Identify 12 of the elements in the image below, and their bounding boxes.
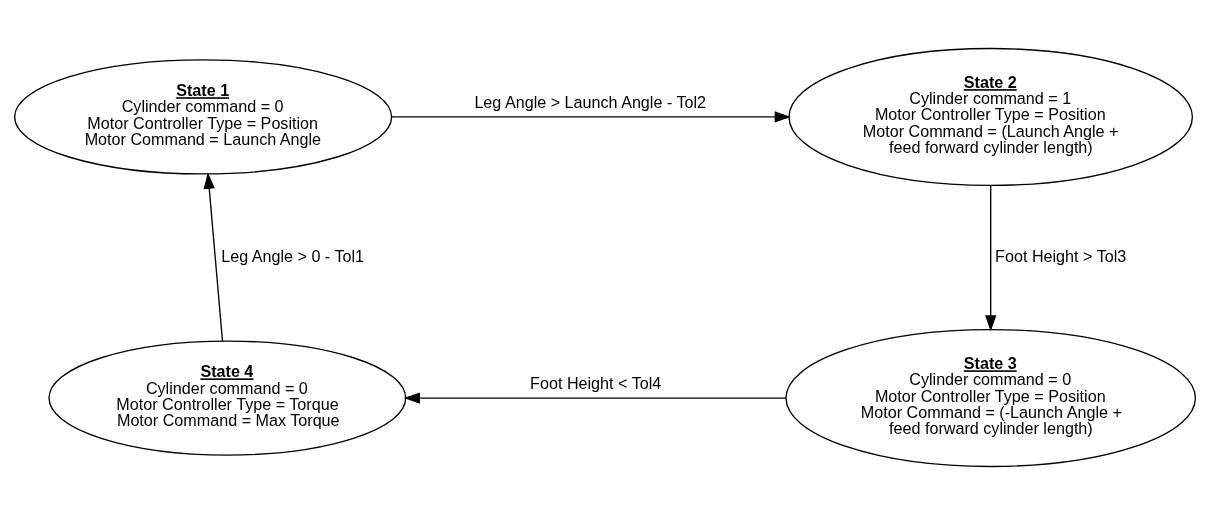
edge-label: Leg Angle > Launch Angle - Tol2: [474, 93, 707, 112]
node-ellipse: State 4 Cylinder command = 0 Motor Controller Type = Torque Motor Command = Max Torque: [48, 340, 407, 456]
node-ellipse: State 3 Cylinder command = 0 Motor Controller Type = Position Motor Command = (-Launch Angle + feed forward cylinder length): [785, 329, 1197, 468]
arrow: [403, 392, 787, 404]
edge-label: Foot Height > Tol3: [995, 246, 1127, 265]
node-ellipse: State 1 Cylinder command = 0 Motor Controller Type = Position Motor Command = Launch Angle: [13, 59, 393, 175]
arrow: [391, 111, 791, 123]
edge-label: Leg Angle > 0 - Tol1: [221, 246, 365, 265]
arrow: [985, 185, 997, 332]
node-ellipse: State 2 Cylinder command = 1 Motor Controller Type = Position Motor Command = (Launch Angle + feed forward cylinder length): [788, 47, 1194, 186]
edge-label: Foot Height < Tol4: [530, 374, 662, 393]
arrow: [203, 172, 224, 342]
